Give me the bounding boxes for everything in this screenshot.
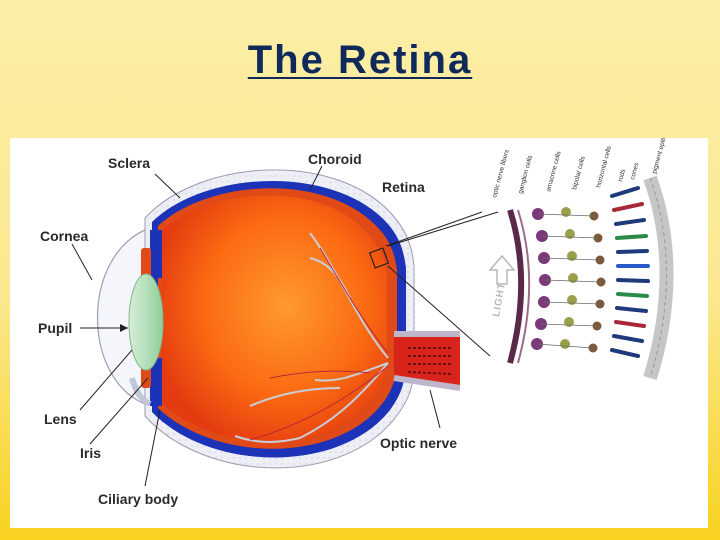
layer-labels: optic nerve fibers ganglion cells amacri… — [491, 138, 672, 199]
label-pupil: Pupil — [38, 320, 72, 336]
layer-label-optic-nerve-fibers: optic nerve fibers — [491, 148, 511, 198]
layer-label-amacrine-cells: amacrine cells — [545, 150, 563, 193]
light-direction-arrow: LIGHT — [488, 254, 516, 318]
label-sclera: Sclera — [108, 155, 150, 171]
layer-label-pigment-epithelium: pigment epithelium — [651, 138, 672, 175]
layer-label-ganglion-cells: ganglion cells — [517, 154, 534, 195]
label-cornea: Cornea — [40, 228, 88, 244]
iris — [150, 230, 162, 278]
retina-cell-layers — [507, 175, 674, 381]
vitreous-body — [162, 195, 387, 442]
slide-title: The Retina — [247, 38, 473, 82]
layer-label-horizontal-cells: horizontal cells — [595, 144, 613, 188]
light-label: LIGHT — [491, 281, 508, 317]
eye-diagram-panel: LIGHT optic nerve fibers ganglion cells … — [10, 138, 708, 528]
lens — [128, 273, 164, 371]
eye-diagram: LIGHT optic nerve fibers ganglion cells … — [38, 138, 674, 507]
layer-label-rods: rods — [617, 168, 627, 183]
label-iris: Iris — [80, 445, 101, 461]
label-retina: Retina — [382, 179, 425, 195]
layer-label-cones: cones — [629, 161, 640, 180]
label-ciliary-body: Ciliary body — [98, 491, 178, 507]
layer-label-bipolar-cells: bipolar cells — [571, 155, 587, 191]
label-lens: Lens — [44, 411, 77, 427]
label-choroid: Choroid — [308, 151, 362, 167]
label-optic-nerve: Optic nerve — [380, 435, 457, 451]
retina-zoom-box — [368, 247, 390, 269]
